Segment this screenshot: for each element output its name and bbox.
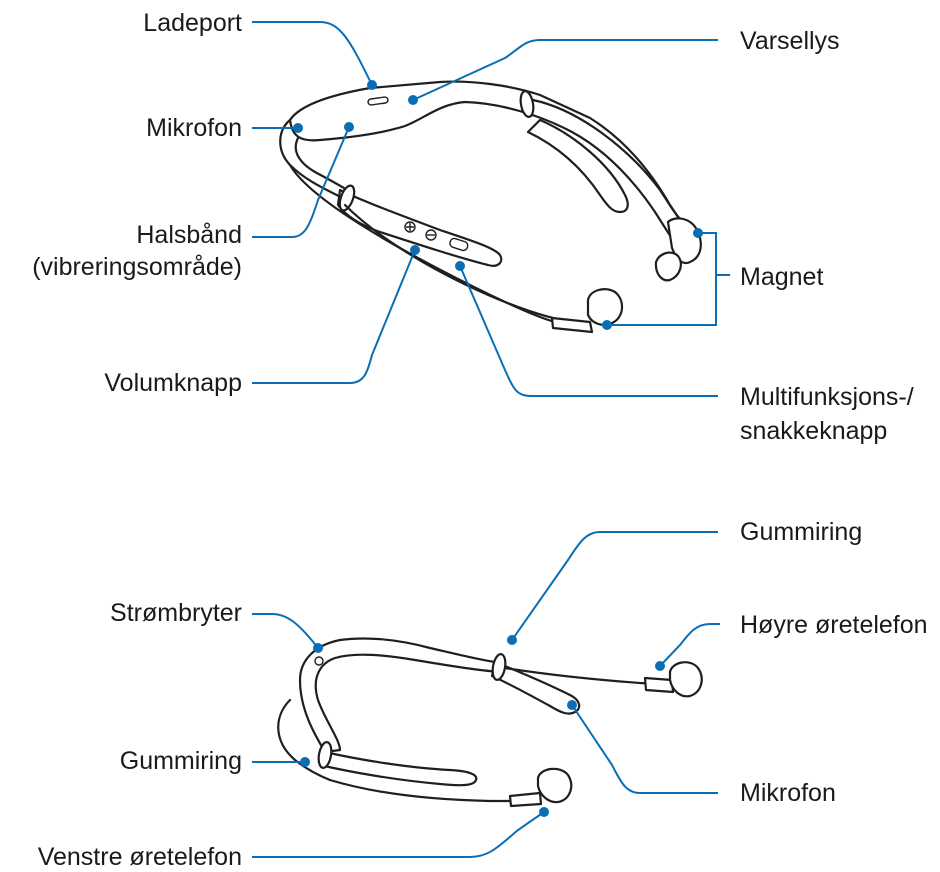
label-multifunksjon-sub: snakkeknapp bbox=[740, 417, 888, 445]
label-magnet: Magnet bbox=[740, 263, 824, 291]
volume-minus-icon bbox=[425, 229, 437, 241]
headset-top-view-illustration bbox=[279, 80, 702, 334]
label-gummiring-top: Gummiring bbox=[740, 518, 863, 546]
label-varsellys: Varsellys bbox=[740, 27, 840, 55]
callout-dots bbox=[293, 80, 703, 817]
label-multifunksjon: Multifunksjons-/ bbox=[740, 383, 914, 411]
label-venstre-oretelefon: Venstre øretelefon bbox=[37, 843, 242, 871]
headset-front-view-illustration bbox=[277, 637, 703, 808]
label-volumknapp: Volumknapp bbox=[104, 369, 242, 397]
label-mikrofon-bottom: Mikrofon bbox=[740, 779, 836, 807]
label-hoyre-oretelefon: Høyre øretelefon bbox=[740, 611, 928, 639]
label-strombryter: Strømbryter bbox=[110, 599, 242, 627]
label-gummiring-left: Gummiring bbox=[119, 747, 242, 775]
volume-plus-icon bbox=[404, 221, 416, 233]
label-halsband-sub: (vibreringsområde) bbox=[32, 253, 242, 281]
label-ladeport: Ladeport bbox=[143, 9, 242, 37]
label-halsband: Halsbånd bbox=[136, 221, 242, 249]
label-mikrofon-top: Mikrofon bbox=[146, 114, 242, 142]
callout-lines bbox=[252, 21, 730, 858]
